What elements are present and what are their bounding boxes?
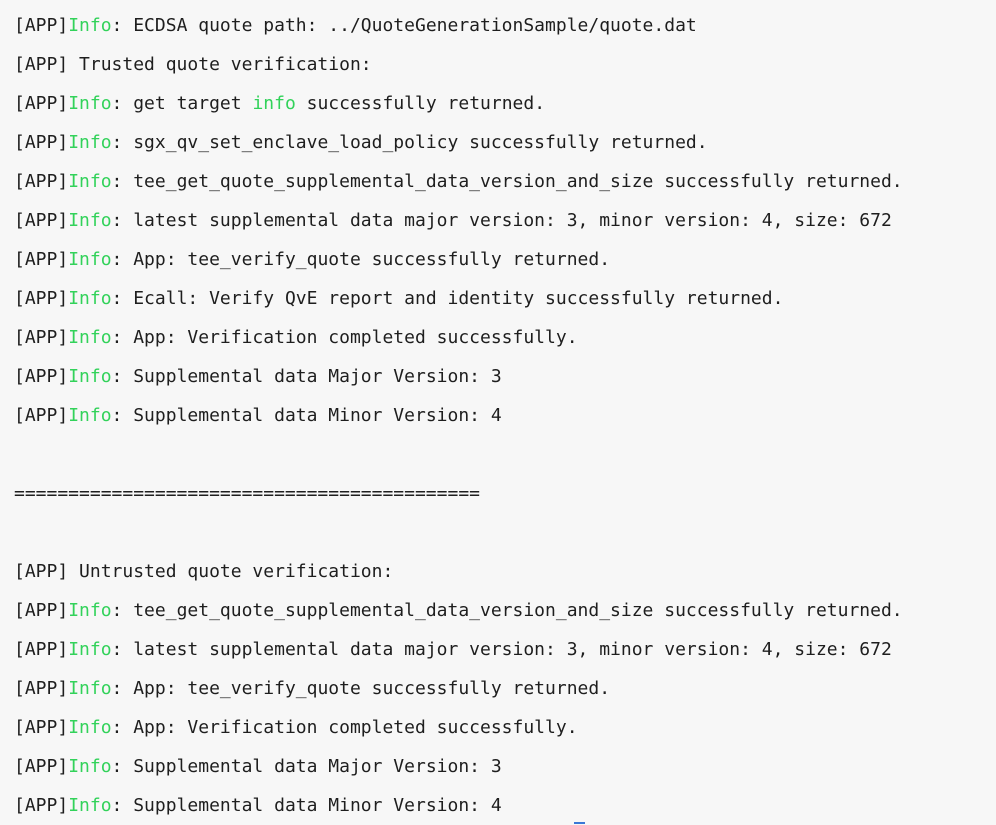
blank-line: [14, 440, 996, 479]
log-prefix: [APP]: [14, 639, 69, 660]
log-line: [APP] Trusted quote verification:: [14, 50, 996, 89]
log-prefix: [APP]: [14, 15, 69, 36]
blank-line: [14, 518, 996, 557]
log-level-info: Info: [68, 210, 112, 231]
log-line: [APP]Info: Supplemental data Minor Versi…: [14, 791, 996, 825]
log-message: : get target: [111, 93, 253, 114]
log-message: : Supplemental data Major Version: 3: [111, 756, 502, 777]
log-line: [APP] Untrusted quote verification:: [14, 557, 996, 596]
log-prefix: [APP]: [14, 54, 69, 75]
log-prefix: [APP]: [14, 210, 69, 231]
log-message: : tee_get_quote_supplemental_data_versio…: [111, 600, 903, 621]
log-level-info: Info: [68, 93, 112, 114]
log-level-info: Info: [68, 15, 112, 36]
log-message: successfully returned.: [295, 93, 546, 114]
separator-line: ========================================…: [14, 483, 480, 504]
log-prefix: [APP]: [14, 249, 69, 270]
log-message: Untrusted quote verification:: [68, 561, 394, 582]
log-line: [APP]Info: Ecall: Verify QvE report and …: [14, 284, 996, 323]
log-prefix: [APP]: [14, 795, 69, 816]
log-prefix: [APP]: [14, 288, 69, 309]
log-message: : App: Verification completed successful…: [111, 717, 578, 738]
log-line: [APP]Info: Supplemental data Major Versi…: [14, 752, 996, 791]
log-line: [APP]Info: latest supplemental data majo…: [14, 635, 996, 674]
log-message: : App: tee_verify_quote successfully ret…: [111, 678, 611, 699]
log-level-info: Info: [68, 717, 112, 738]
log-line: [APP]Info: tee_get_quote_supplemental_da…: [14, 596, 996, 635]
log-line: [APP]Info: Supplemental data Minor Versi…: [14, 401, 996, 440]
log-message: : App: Verification completed successful…: [111, 327, 578, 348]
log-level-info: Info: [68, 678, 112, 699]
log-prefix: [APP]: [14, 93, 69, 114]
text-cursor: [574, 822, 585, 824]
log-message: : Supplemental data Minor Version: 4: [111, 795, 502, 816]
log-message: : latest supplemental data major version…: [111, 210, 892, 231]
log-message: : Ecall: Verify QvE report and identity …: [111, 288, 784, 309]
log-level-info: Info: [68, 171, 112, 192]
log-line: [APP]Info: latest supplemental data majo…: [14, 206, 996, 245]
log-prefix: [APP]: [14, 366, 69, 387]
log-level-info: Info: [68, 288, 112, 309]
log-line: [APP]Info: Supplemental data Major Versi…: [14, 362, 996, 401]
log-message: : sgx_qv_set_enclave_load_policy success…: [111, 132, 708, 153]
log-line: [APP]Info: App: tee_verify_quote success…: [14, 245, 996, 284]
log-prefix: [APP]: [14, 678, 69, 699]
log-message: : App: tee_verify_quote successfully ret…: [111, 249, 611, 270]
log-prefix: [APP]: [14, 405, 69, 426]
log-message: Trusted quote verification:: [68, 54, 372, 75]
log-message: : Supplemental data Major Version: 3: [111, 366, 502, 387]
log-line: [APP]Info: ECDSA quote path: ../QuoteGen…: [14, 11, 996, 50]
log-message: : latest supplemental data major version…: [111, 639, 892, 660]
log-level-info: Info: [68, 756, 112, 777]
log-prefix: [APP]: [14, 171, 69, 192]
log-line: [APP]Info: App: tee_verify_quote success…: [14, 674, 996, 713]
log-prefix: [APP]: [14, 717, 69, 738]
log-level-info: Info: [68, 600, 112, 621]
log-level-info: Info: [68, 366, 112, 387]
log-prefix: [APP]: [14, 756, 69, 777]
log-line: [APP]Info: App: Verification completed s…: [14, 323, 996, 362]
log-line: [APP]Info: tee_get_quote_supplemental_da…: [14, 167, 996, 206]
log-line: [APP]Info: get target info successfully …: [14, 89, 996, 128]
log-prefix: [APP]: [14, 132, 69, 153]
log-level-info: Info: [68, 132, 112, 153]
log-line: [APP]Info: App: Verification completed s…: [14, 713, 996, 752]
log-level-info: Info: [68, 795, 112, 816]
log-message: : tee_get_quote_supplemental_data_versio…: [111, 171, 903, 192]
log-level-info: Info: [68, 249, 112, 270]
log-level-info: Info: [68, 405, 112, 426]
log-level-info: Info: [68, 639, 112, 660]
log-message: : Supplemental data Minor Version: 4: [111, 405, 502, 426]
log-prefix: [APP]: [14, 600, 69, 621]
log-prefix: [APP]: [14, 561, 69, 582]
log-line: [APP]Info: sgx_qv_set_enclave_load_polic…: [14, 128, 996, 167]
log-prefix: [APP]: [14, 327, 69, 348]
log-level-info: Info: [68, 327, 112, 348]
log-message: : ECDSA quote path: ../QuoteGenerationSa…: [111, 15, 697, 36]
log-highlight: info: [252, 93, 296, 114]
